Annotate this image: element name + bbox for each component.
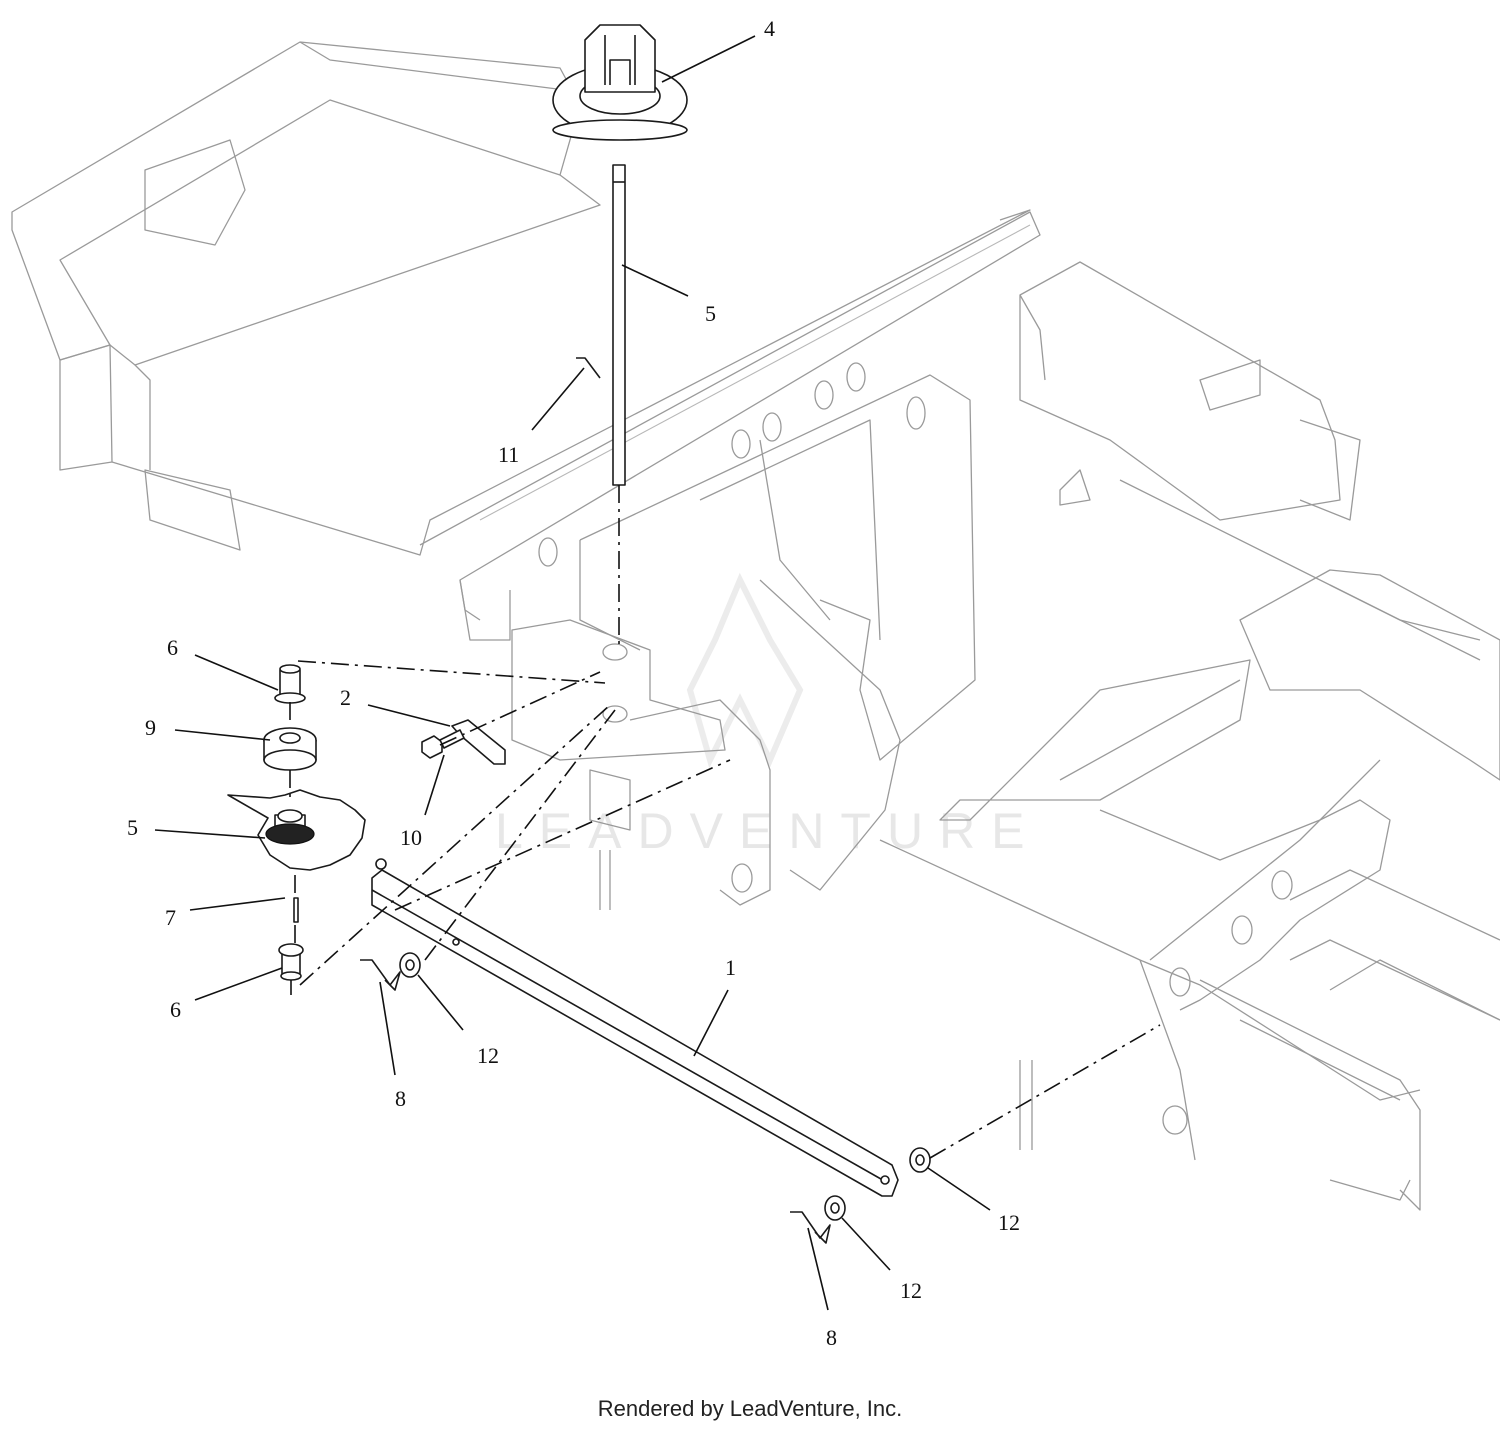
leader-lines	[154, 35, 991, 1311]
callout-5: 5	[127, 815, 138, 840]
callout-12-lower: 12	[900, 1278, 922, 1303]
shaft	[612, 164, 626, 486]
callout-11: 11	[498, 442, 519, 467]
flat-washer-b	[909, 1147, 931, 1173]
watermark-text: LEADVENTURE	[495, 803, 1041, 859]
callout-1: 1	[725, 955, 736, 980]
hairpin-clip-upper	[360, 959, 401, 991]
callout-labels: 4 5 11 6 9 2 5 10 7 1 6 12 8 12 12 8	[127, 16, 1020, 1350]
callout-7: 7	[165, 905, 176, 930]
watermark: LEADVENTURE	[495, 572, 1041, 859]
callout-12-right: 12	[998, 1210, 1020, 1235]
parts	[227, 24, 931, 1244]
callout-6-lower: 6	[170, 997, 181, 1022]
spring-pin	[576, 357, 601, 379]
bushing-upper	[274, 664, 306, 704]
hairpin-clip-lower	[790, 1211, 831, 1244]
star-wheel	[227, 789, 366, 871]
callout-10: 10	[400, 825, 422, 850]
adjustment-knob	[552, 24, 688, 141]
callout-8-lower: 8	[826, 1325, 837, 1350]
callout-4: 5	[705, 301, 716, 326]
flat-washer-a	[399, 952, 421, 978]
callout-2: 2	[340, 685, 351, 710]
footer-credit: Rendered by LeadVenture, Inc.	[597, 1396, 903, 1421]
callout-3: 4	[764, 16, 775, 41]
callout-6-upper: 6	[167, 635, 178, 660]
deck-bar	[371, 858, 899, 1197]
mower-frame	[11, 41, 1500, 1211]
roll-pin	[293, 897, 299, 923]
callout-8-upper: 8	[395, 1086, 406, 1111]
callout-9: 9	[145, 715, 156, 740]
collar-nut	[263, 727, 317, 771]
callout-12-left: 12	[477, 1043, 499, 1068]
flat-washer-c	[824, 1195, 846, 1221]
assembly-lines	[289, 485, 1161, 1159]
bushing-lower	[278, 943, 304, 981]
